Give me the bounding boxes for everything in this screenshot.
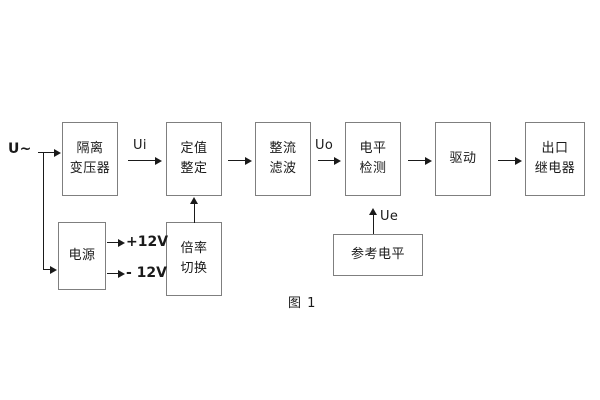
block-line: 检测 <box>359 161 387 176</box>
signal-label-ui: Ui <box>133 138 147 153</box>
arrow-multiplier-to-setting <box>190 197 198 204</box>
block-line: 切换 <box>180 261 208 276</box>
line-level-to-drive <box>408 160 428 161</box>
arrow-to-power-supply <box>50 266 57 274</box>
source-stub-line <box>38 152 44 153</box>
block-isolation-transformer[interactable]: 隔离 变压器 <box>62 122 118 196</box>
signal-label-ue: Ue <box>380 209 399 224</box>
source-label-u-ac: U~ <box>8 141 32 157</box>
line-transformer-to-setting <box>128 160 156 161</box>
line-setting-to-rectify <box>228 160 248 161</box>
block-rectify-filter[interactable]: 整流 滤波 <box>255 122 311 196</box>
line-reference-to-level <box>373 214 374 234</box>
block-line: 出口 <box>541 140 569 156</box>
block-line: 整流 <box>269 140 297 156</box>
figure-caption: 图 1 <box>288 296 317 311</box>
block-line: 驱动 <box>449 150 477 166</box>
arrow-to-transformer <box>54 149 61 157</box>
arrow-rail-negative <box>118 270 125 278</box>
arrow-reference-to-level <box>369 208 377 215</box>
rail-label-positive-12v: +12V <box>126 234 169 250</box>
block-line: 整定 <box>180 161 208 176</box>
block-output-relay[interactable]: 出口 继电器 <box>525 122 585 196</box>
block-line: 变压器 <box>69 161 111 176</box>
block-line: 定值 <box>180 140 208 156</box>
branch-to-transformer-line <box>43 152 55 153</box>
line-rail-negative <box>107 273 121 274</box>
block-level-detect[interactable]: 电平 检测 <box>345 122 401 196</box>
block-drive[interactable]: 驱动 <box>435 122 491 196</box>
line-rectify-to-level <box>318 160 338 161</box>
arrow-rectify-to-level <box>334 157 341 165</box>
branch-to-power-supply-line <box>43 269 51 270</box>
line-rail-positive <box>107 242 121 243</box>
line-multiplier-to-setting <box>194 203 195 223</box>
block-line: 电源 <box>68 247 96 263</box>
block-multiplier-switch[interactable]: 倍率 切换 <box>166 222 222 296</box>
arrow-drive-to-relay <box>515 157 522 165</box>
block-line: 电平 <box>359 140 387 156</box>
arrow-rail-positive <box>118 239 125 247</box>
block-setting-value[interactable]: 定值 整定 <box>166 122 222 196</box>
line-drive-to-relay <box>498 160 518 161</box>
block-power-supply[interactable]: 电源 <box>58 222 106 290</box>
arrow-level-to-drive <box>425 157 432 165</box>
arrow-setting-to-rectify <box>245 157 252 165</box>
block-line: 倍率 <box>180 240 208 256</box>
block-line: 参考电平 <box>350 246 405 262</box>
arrow-transformer-to-setting <box>155 157 162 165</box>
rail-label-negative-12v: - 12V <box>126 265 168 281</box>
block-reference-level[interactable]: 参考电平 <box>333 234 423 276</box>
block-line: 继电器 <box>534 161 576 176</box>
block-line: 隔离 <box>76 140 104 156</box>
source-trunk-vline <box>43 152 44 270</box>
signal-label-uo: Uo <box>315 138 334 153</box>
block-line: 滤波 <box>269 161 297 176</box>
